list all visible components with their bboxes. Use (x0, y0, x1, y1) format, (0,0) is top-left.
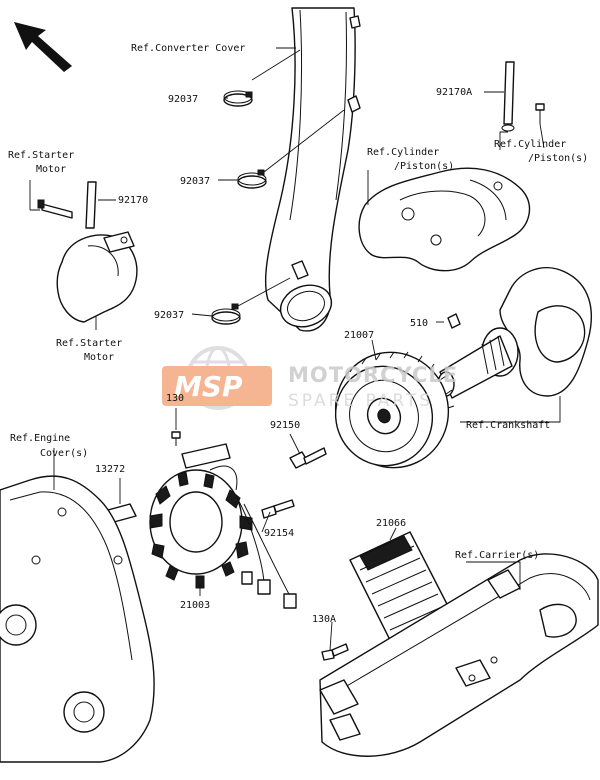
label-ref-cylinder-left-2: /Piston(s) (394, 161, 454, 172)
label-ref-starter-top-2: Motor (36, 164, 66, 175)
crankshaft (437, 267, 592, 399)
label-ref-starter-top-1: Ref.Starter (8, 150, 74, 161)
watermark-logo: MSP (174, 370, 243, 403)
bracket-92170a (501, 61, 515, 132)
label-ref-starter-bottom-2: Motor (84, 352, 114, 363)
starter-motor-housing (56, 231, 138, 323)
label-92037-a: 92037 (168, 94, 198, 105)
label-ref-cylinder-left-1: Ref.Cylinder (367, 147, 439, 158)
bolt-92154 (261, 499, 295, 519)
converter-duct (264, 7, 361, 332)
clamp-92037-bottom (211, 303, 241, 325)
regulator-21066 (349, 531, 451, 641)
label-ref-engine-cover-2: Cover(s) (40, 448, 88, 459)
label-ref-crankshaft: Ref.Crankshaft (466, 420, 550, 431)
label-130a: 130A (312, 614, 336, 625)
part-labels: Ref.Converter Cover 92037 92037 92037 92… (8, 43, 588, 625)
engine-cover (0, 475, 155, 763)
label-92154: 92154 (264, 528, 294, 539)
label-510: 510 (410, 318, 428, 329)
flywheel-rotor-21007 (334, 351, 455, 469)
watermark-line1: MOTORCYCLE (288, 363, 458, 387)
clamp-92037-top (223, 90, 253, 107)
bolt-130 (171, 431, 181, 446)
label-ref-starter-bottom-1: Ref.Starter (56, 338, 122, 349)
label-21007: 21007 (344, 330, 374, 341)
bolt-92150 (289, 447, 327, 469)
watermark-line2: SPARE PARTS (288, 391, 433, 411)
label-ref-engine-cover-1: Ref.Engine (10, 433, 70, 444)
label-92170a: 92170A (436, 87, 472, 98)
watermark: MSP MOTORCYCLE SPARE PARTS (162, 346, 458, 411)
label-ref-cylinder-right-1: Ref.Cylinder (494, 139, 566, 150)
stator-21003 (149, 443, 297, 609)
cylinder-piston-housing (358, 167, 531, 272)
leader-lines (29, 47, 561, 651)
watermark-logo-badge (162, 366, 272, 406)
label-130: 130 (166, 393, 184, 404)
label-ref-cylinder-right-2: /Piston(s) (528, 153, 588, 164)
label-13272: 13272 (95, 464, 125, 475)
label-92037-b: 92037 (180, 176, 210, 187)
label-92037-c: 92037 (154, 310, 184, 321)
bracket-92170 (37, 181, 97, 229)
label-21066: 21066 (376, 518, 406, 529)
carrier-frame (319, 553, 599, 757)
arrow-up-left-icon (14, 22, 72, 72)
label-92150: 92150 (270, 420, 300, 431)
bolt-92170a (535, 103, 545, 124)
clamp-92037-middle (237, 169, 267, 189)
label-ref-carrier: Ref.Carrier(s) (455, 550, 539, 561)
label-ref-converter-cover: Ref.Converter Cover (131, 43, 245, 54)
label-21003: 21003 (180, 600, 210, 611)
label-92170: 92170 (118, 195, 148, 206)
bolt-130a (321, 643, 349, 661)
